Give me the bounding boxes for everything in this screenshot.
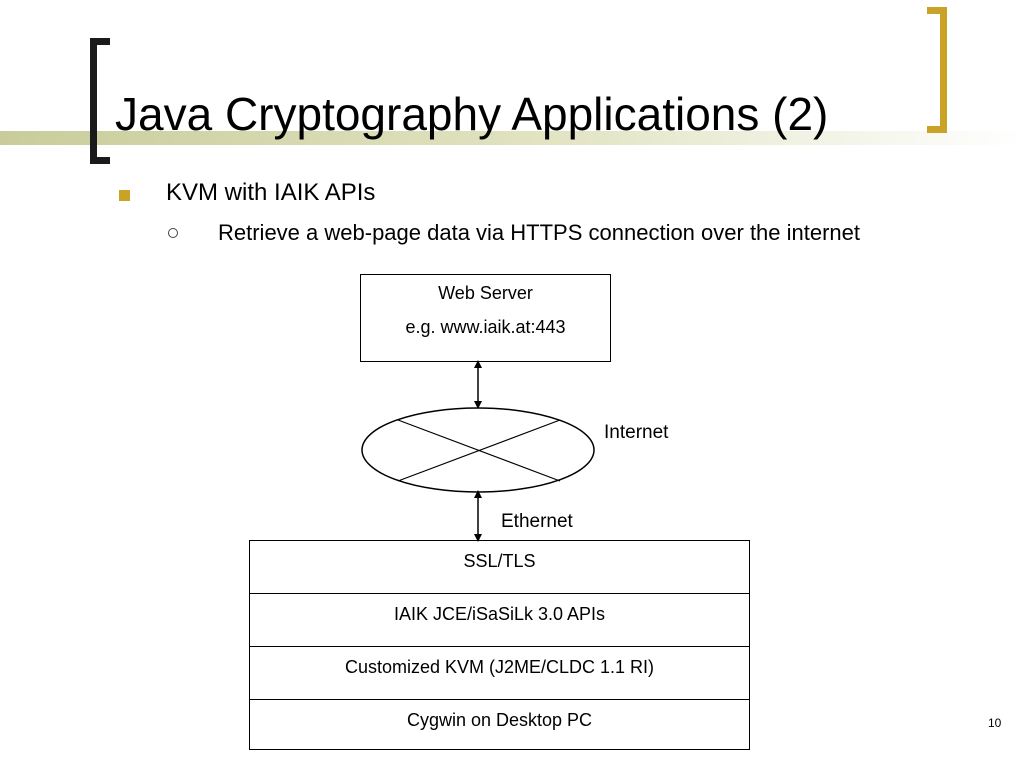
slide-title: Java Cryptography Applications (2)	[115, 88, 829, 140]
right-bracket-decoration	[927, 7, 947, 133]
circle-bullet-icon	[168, 228, 178, 238]
internet-cross-line-2	[397, 419, 561, 482]
ethernet-label: Ethernet	[501, 511, 573, 532]
square-bullet-icon	[119, 190, 130, 201]
client-protocol-stack: SSL/TLS IAIK JCE/iSaSiLk 3.0 APIs Custom…	[249, 540, 750, 750]
internet-label: Internet	[604, 422, 669, 443]
stack-layer-iaik-apis: IAIK JCE/iSaSiLk 3.0 APIs	[250, 594, 749, 647]
stack-layer-customized-kvm: Customized KVM (J2ME/CLDC 1.1 RI)	[250, 647, 749, 700]
web-server-box: Web Server e.g. www.iaik.at:443	[360, 274, 611, 362]
stack-layer-ssl-tls: SSL/TLS	[250, 541, 749, 594]
bullet-kvm-iaik: KVM with IAIK APIs	[166, 179, 376, 206]
left-bracket-decoration	[90, 38, 110, 164]
stack-layer-cygwin: Cygwin on Desktop PC	[406, 710, 593, 730]
page-number: 10	[988, 716, 1002, 730]
sub-bullet-https: Retrieve a web-page data via HTTPS conne…	[218, 220, 861, 245]
title-band	[0, 131, 1024, 145]
web-server-address: e.g. www.iaik.at:443	[405, 317, 566, 337]
web-server-label: Web Server	[438, 283, 533, 303]
